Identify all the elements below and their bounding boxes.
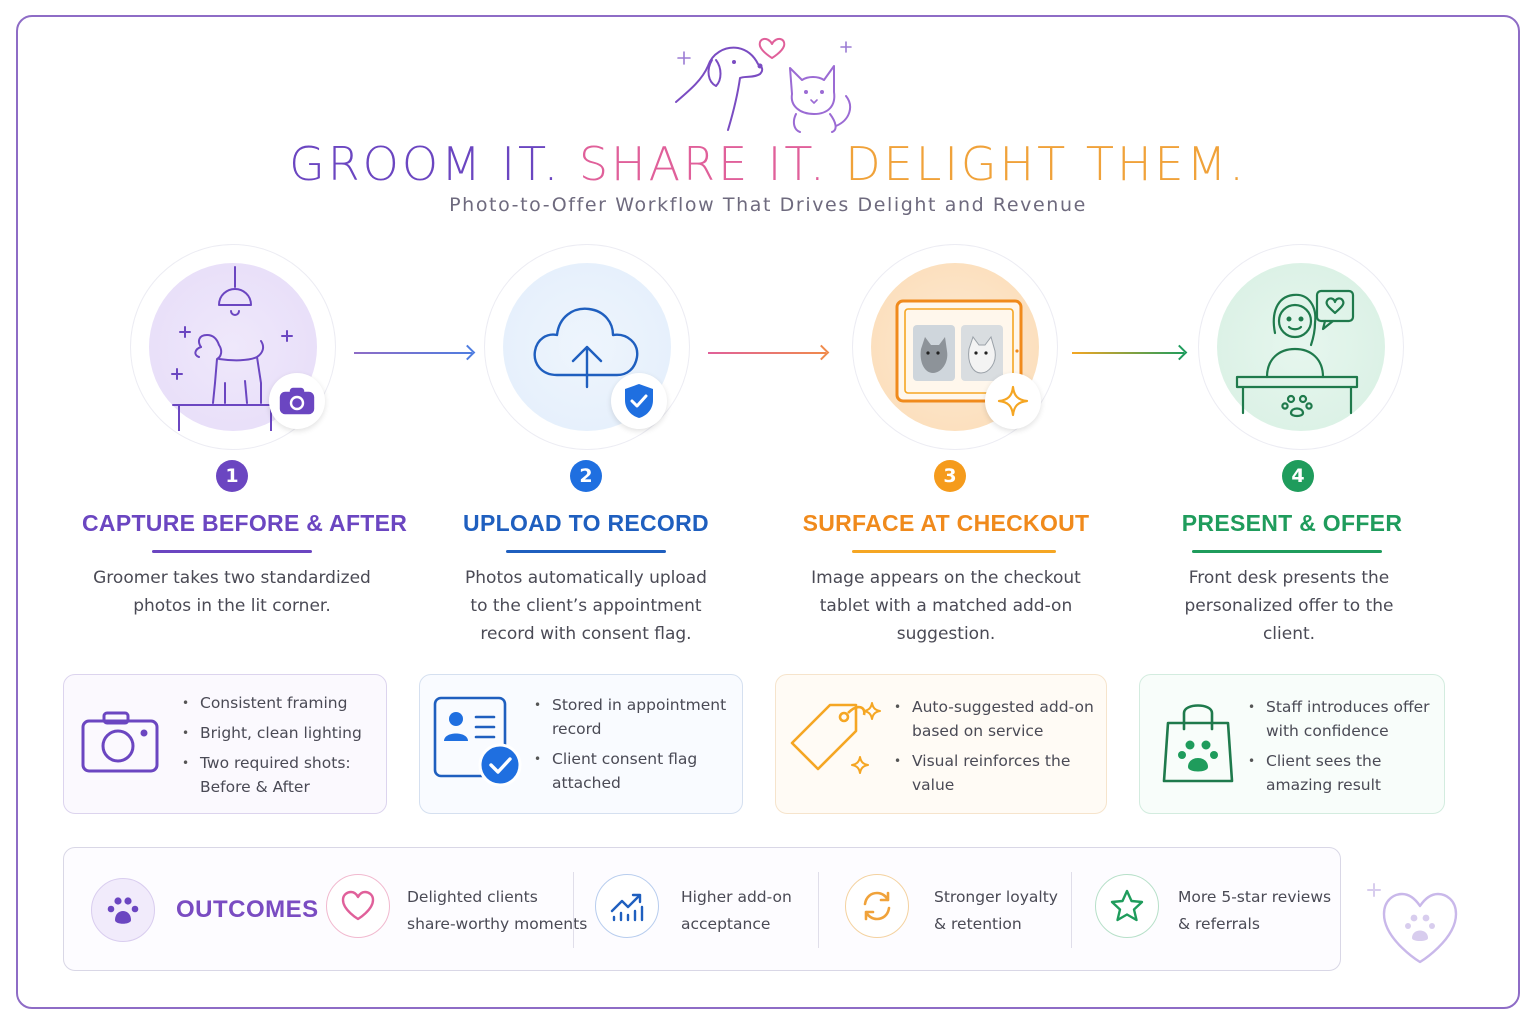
dog-and-cat-icon (675, 38, 852, 133)
outcome-line: & referrals (1178, 915, 1260, 933)
arrow-step1-to-step2 (354, 352, 472, 354)
tablet-photos-icon (895, 299, 1023, 403)
detail-item: Consistent framing (180, 691, 376, 715)
details-list: Stored in appointment record Client cons… (532, 693, 732, 801)
outcome-line: Stronger loyalty (934, 888, 1058, 906)
title-part-groom: GROOM IT. (289, 137, 562, 191)
outcome-line: Higher add-on (681, 888, 792, 906)
step-3-icon-ring (852, 244, 1058, 450)
refresh-icon (863, 891, 891, 921)
details-list: Auto-suggested add-on based on service V… (892, 695, 1096, 803)
step-2-icon-ring (484, 244, 690, 450)
step-number: 4 (1282, 460, 1314, 492)
star-icon (1110, 889, 1144, 922)
shield-badge (611, 373, 667, 429)
step-description: Front desk presents the personalized off… (1184, 568, 1394, 644)
sparkle-badge (985, 373, 1041, 429)
detail-item: Visual reinforces the value (892, 749, 1096, 797)
details-card-checkout: Auto-suggested add-on based on service V… (775, 674, 1107, 814)
main-title: GROOM IT. SHARE IT. DELIGHT THEM. (0, 136, 1536, 192)
step-underline (1192, 550, 1382, 553)
detail-item: Bright, clean lighting (180, 721, 376, 745)
step-underline (152, 550, 312, 553)
detail-item: Auto-suggested add-on based on service (892, 695, 1096, 743)
step-number: 2 (570, 460, 602, 492)
outcome-line: acceptance (681, 915, 771, 933)
camera-icon (279, 387, 315, 415)
step-description: Photos automatically upload to the clien… (465, 568, 707, 644)
outcome-icon-badge (1095, 874, 1159, 938)
outcomes-label: OUTCOMES (176, 896, 319, 923)
dog-on-table-icon (171, 266, 293, 431)
camera-outline-icon (81, 711, 159, 773)
details-card-upload: Stored in appointment record Client cons… (419, 674, 743, 814)
divider (1071, 872, 1072, 948)
title-part-share: SHARE IT. (578, 137, 828, 191)
price-tag-sparkle-icon (790, 702, 881, 774)
title-part-delight: DELIGHT THEM. (845, 137, 1247, 191)
outcome-line: share-worthy moments (407, 915, 588, 933)
subtitle: Photo-to-Offer Workflow That Drives Deli… (449, 194, 1087, 216)
step-title: SURFACE AT CHECKOUT (802, 510, 1090, 536)
arrow-step3-to-step4 (1072, 352, 1184, 354)
divider (818, 872, 819, 948)
outcome-text: Stronger loyalty & retention (934, 884, 1058, 938)
outcomes-bar: OUTCOMES Delighted clients share-worthy … (63, 847, 1341, 971)
outcome-icon-badge (595, 874, 659, 938)
heart-icon (341, 890, 375, 921)
arrow-step2-to-step3 (708, 352, 826, 354)
outcome-text: More 5-star reviews & referrals (1178, 884, 1331, 938)
paw-icon (107, 897, 139, 924)
step-number: 3 (934, 460, 966, 492)
outcome-icon-badge (845, 874, 909, 938)
sparkle-icon (997, 385, 1029, 417)
outcomes-paw-badge (91, 878, 155, 942)
detail-item: Client consent flag attached (532, 747, 732, 795)
outcome-icon-badge (326, 874, 390, 938)
outcome-line: & retention (934, 915, 1022, 933)
step-title: CAPTURE BEFORE & AFTER (82, 510, 408, 536)
step-title: PRESENT & OFFER (1181, 510, 1403, 536)
detail-item: Client sees the amazing result (1246, 749, 1438, 797)
outcome-line: Delighted clients (407, 888, 538, 906)
details-card-present: Staff introduces offer with confidence C… (1139, 674, 1445, 814)
outcome-text: Delighted clients share-worthy moments (407, 884, 587, 938)
shield-check-icon (625, 384, 653, 418)
front-desk-staff-icon (1235, 289, 1359, 418)
growth-chart-icon (610, 893, 644, 922)
details-list: Staff introduces offer with confidence C… (1246, 695, 1438, 803)
detail-item: Two required shots: Before & After (180, 751, 376, 799)
step-description: Groomer takes two standardized photos in… (93, 568, 371, 616)
camera-badge (269, 373, 325, 429)
step-title: UPLOAD TO RECORD (463, 510, 709, 536)
step-description: Image appears on the checkout tablet wit… (811, 568, 1081, 644)
outcome-line: More 5-star reviews (1178, 888, 1332, 906)
step-number: 1 (216, 460, 248, 492)
detail-item: Staff introduces offer with confidence (1246, 695, 1438, 743)
step-4-icon-ring (1198, 244, 1404, 450)
divider (573, 872, 574, 948)
infographic-frame (16, 15, 1520, 1009)
outcome-text: Higher add-on acceptance (681, 884, 792, 938)
details-card-capture: Consistent framing Bright, clean lightin… (63, 674, 387, 814)
step-underline (852, 550, 1056, 553)
details-list: Consistent framing Bright, clean lightin… (180, 691, 376, 805)
step-1-icon-ring (130, 244, 336, 450)
step-underline (506, 550, 666, 553)
heart-paw-icon (1367, 883, 1458, 964)
detail-item: Stored in appointment record (532, 693, 732, 741)
client-record-icon (433, 696, 522, 787)
cloud-upload-icon (533, 307, 639, 389)
shopping-bag-paw-icon (1162, 704, 1234, 783)
